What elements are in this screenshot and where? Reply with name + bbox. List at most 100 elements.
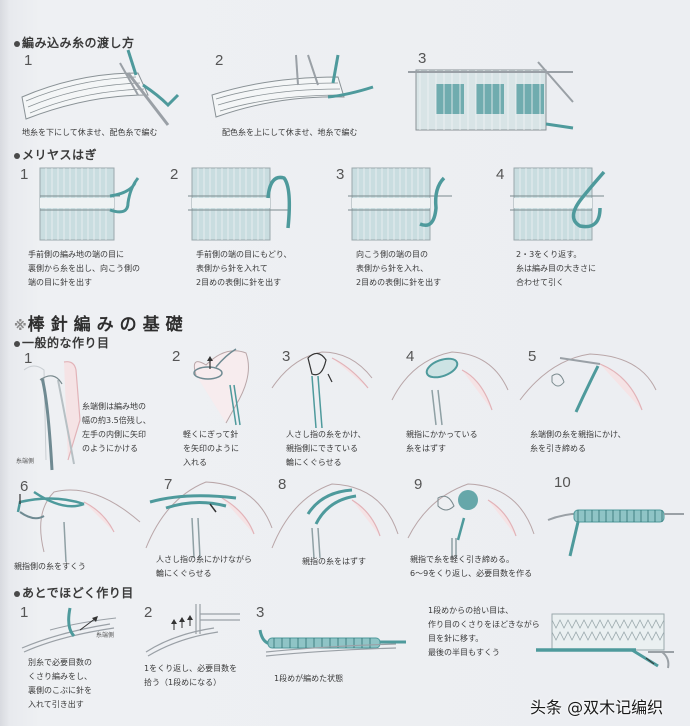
caption-line: 輪にくぐらせる <box>156 569 212 578</box>
step-number: 8 <box>278 476 287 493</box>
bullet-icon <box>14 152 20 159</box>
caption: 糸端側は編み地の 幅の約3.5倍残し、 左手の内側に矢印 のようにかける <box>82 400 151 456</box>
bullet-icon <box>14 40 20 47</box>
caption-line: 1をくり返し、必要目数を <box>144 664 238 673</box>
bullet-icon <box>14 340 20 347</box>
main-title: ※棒針編みの基礎 <box>14 310 189 335</box>
section-title-text: あとでほどく作り目 <box>22 586 134 600</box>
grafting-diagram-2 <box>188 167 292 241</box>
watermark: 头条 @双木记编织 <box>530 698 664 717</box>
step-number: 4 <box>406 348 415 365</box>
caption-line: 合わせて引く <box>516 278 564 287</box>
caption-line: 糸端側の糸を親指にかけ、 <box>530 430 626 439</box>
section-title-text: メリヤスはぎ <box>22 148 98 162</box>
caption: 親指で糸を軽く引き締める。 6〜9をくり返し、必要目数を作る <box>410 553 532 581</box>
section-title-text: 一般的な作り目 <box>22 336 110 350</box>
caption-line: 入れる <box>183 458 207 467</box>
crochet-chain-diagram-2 <box>145 604 240 657</box>
caption: 人さし指の糸をかけ、 親指側にできている 輪にくぐらせる <box>286 428 366 470</box>
caption: 手前側の編み地の端の目に 裏側から糸を出し、向こう側の 端の目に針を出す <box>28 248 140 290</box>
caption: 1段めが編めた状態 <box>274 672 343 686</box>
step-number: 2 <box>170 166 179 183</box>
caption: 糸端側の糸を親指にかけ、 糸を引き締める <box>530 428 626 456</box>
caption-line: 人さし指の糸をかけ、 <box>286 430 366 439</box>
caption-line: 1段めからの拾い目は、 <box>428 606 514 615</box>
hand-diagram-4 <box>391 351 509 426</box>
step-number: 7 <box>164 476 173 493</box>
bullet-icon <box>14 590 20 597</box>
caption-line: 最後の半目もすくう <box>428 648 500 657</box>
cast-on-result-diagram <box>547 509 684 557</box>
caption-line: 2目めの表側に針を出す <box>196 278 282 287</box>
caption-line: 表側から針を入れ、 <box>356 264 429 273</box>
caption-pickup-note: 1段めからの拾い目は、 作り目のくさりをほどきながら 目を針に移す。 最後の半目… <box>428 604 540 660</box>
step-number: 5 <box>528 348 537 365</box>
section-title-cast-on: 一般的な作り目 <box>14 334 110 351</box>
step-number: 3 <box>336 166 345 183</box>
step-number: 1 <box>20 166 29 183</box>
caption-line: 左手の内側に矢印 <box>82 430 146 439</box>
caption-line: 親指側にできている <box>286 444 358 453</box>
caption: 親指にかかっている 糸をはずす <box>406 428 478 456</box>
grafting-diagram-4 <box>510 167 606 241</box>
caption-line: 親指の糸をはずす <box>302 557 366 566</box>
caption-line: 親指で糸を軽く引き締める。 <box>410 555 514 564</box>
caption-line: 別糸で必要目数の <box>28 658 92 667</box>
hand-diagram-1 <box>23 361 81 471</box>
caption: 地糸を下にして休ませ、配色糸で編む <box>22 128 158 137</box>
caption-line: 入れて引き出す <box>28 700 84 709</box>
step-number: 9 <box>414 476 423 493</box>
caption: 別糸で必要目数の くさり編みをし、 裏側のこぶに針を 入れて引き出す <box>28 656 92 712</box>
caption-line: 拾う（1段めになる） <box>144 678 222 687</box>
section-title-intarsia: 編み込み糸の渡し方 <box>14 34 135 51</box>
caption: 1をくり返し、必要目数を 拾う（1段めになる） <box>144 662 237 690</box>
caption-line: 人さし指の糸にかけながら <box>156 555 252 564</box>
caption-line: 1段めが編めた状態 <box>274 674 344 683</box>
grafting-diagram-3 <box>348 167 452 241</box>
caption-line: 2目めの表側に針を出す <box>356 278 442 287</box>
caption: 親指の糸をはずす <box>302 555 366 569</box>
section-title-provisional: あとでほどく作り目 <box>14 584 134 601</box>
caption-line: 親指側の糸をすくう <box>14 562 86 571</box>
step-number: 3 <box>418 50 427 67</box>
caption-line: 輪にくぐらせる <box>286 458 342 467</box>
caption-line: 作り目のくさりをほどきながら <box>428 620 540 629</box>
caption-line: 糸は編み目の大きさに <box>516 264 596 273</box>
caption: 人さし指の糸にかけながら 輪にくぐらせる <box>156 553 252 581</box>
step-number: 4 <box>496 166 505 183</box>
knitting-diagram-intarsia-1 <box>21 49 180 126</box>
caption: 向こう側の端の目の 表側から針を入れ、 2目めの表側に針を出す <box>356 248 441 290</box>
caption-line: 向こう側の端の目の <box>356 250 428 259</box>
caption-line: 軽くにぎって針 <box>183 430 239 439</box>
caption-line: 6〜9をくり返し、必要目数を作る <box>410 569 533 578</box>
first-row-diagram <box>258 629 406 657</box>
hand-diagram-5 <box>519 353 657 413</box>
step-number: 1 <box>20 604 29 621</box>
reference-mark: ※ <box>14 319 27 334</box>
caption: 親指側の糸をすくう <box>14 560 86 574</box>
section-title-grafting: メリヤスはぎ <box>14 146 97 163</box>
hand-diagram-6 <box>16 489 141 563</box>
hand-diagram-8 <box>271 483 399 559</box>
hand-diagram-2 <box>193 348 249 426</box>
hand-diagram-7 <box>145 481 273 559</box>
grafting-diagram-1 <box>39 167 140 241</box>
caption-line: 端の目に針を出す <box>28 278 92 287</box>
step-number: 2 <box>215 52 224 69</box>
hand-diagram-3 <box>271 351 373 429</box>
caption-line: 幅の約3.5倍残し、 <box>82 416 151 425</box>
yarn-end-label: 糸端側 <box>16 458 35 465</box>
crochet-chain-diagram-1 <box>21 607 117 653</box>
caption-line: くさり編みをし、 <box>28 672 92 681</box>
step-number: 6 <box>20 478 29 495</box>
caption-line: 糸端側は編み地の <box>82 402 146 411</box>
step-number: 2 <box>172 348 181 365</box>
knitting-diagram-intarsia-3 <box>408 61 574 131</box>
caption: 手前側の端の目にもどり、 表側から針を入れて 2目めの表側に針を出す <box>196 248 292 290</box>
caption: 軽くにぎって針 を矢印のように 入れる <box>183 428 239 470</box>
yarn-end-label: 糸端側 <box>96 632 115 639</box>
step-number: 1 <box>24 52 33 69</box>
caption-line: 手前側の端の目にもどり、 <box>196 250 292 259</box>
main-title-text: 棒針編みの基礎 <box>27 315 189 335</box>
